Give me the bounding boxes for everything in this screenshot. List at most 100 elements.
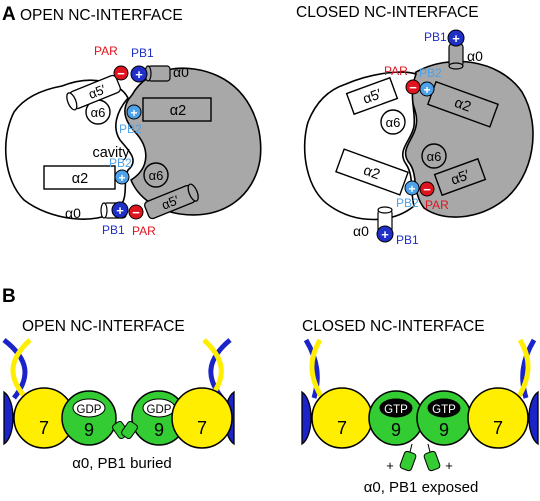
open-pb1-top-label: PB1	[131, 46, 154, 60]
open-par-top-charge	[113, 65, 129, 81]
closed-bottom-a0-label: α0	[353, 223, 369, 239]
closed-gray-a5-helix: α5′	[433, 157, 487, 197]
open-bottom-a0-label: α0	[65, 205, 81, 221]
closed-subunit-9-left-label: 9	[391, 420, 401, 440]
open-subunit-7-right-label: 7	[197, 418, 207, 438]
open-nucleotide-left-label: GDP	[77, 404, 102, 416]
closed-subunit-7-right-label: 7	[493, 418, 503, 438]
open-par-bottom-charge	[128, 204, 144, 220]
open-subunit-7-right	[171, 387, 233, 449]
panel-a-open-title: OPEN NC-INTERFACE	[20, 7, 183, 24]
closed-subunit-9-right-label: 9	[439, 420, 449, 440]
closed-pb1-bottom-label: PB1	[396, 233, 419, 247]
open-nucleotide-right-label: GDP	[147, 404, 172, 416]
closed-pb2-top-charge	[419, 81, 435, 97]
open-pb1-bottom-label: PB1	[102, 223, 125, 237]
open-pb2-top-label: PB2	[119, 122, 142, 136]
closed-left-blue-cap	[301, 390, 312, 446]
closed-exposed-plus-left: +	[386, 458, 394, 473]
closed-left-strand-blue	[303, 338, 320, 399]
closed-pb1-top-plus: +	[452, 31, 460, 46]
open-pb2-top-plus: +	[130, 106, 137, 120]
closed-top-a0-cylinder	[448, 43, 464, 70]
panel-b-closed-title: CLOSED NC-INTERFACE	[302, 318, 485, 335]
closed-white-a6-circle	[380, 109, 406, 135]
open-gray-a5-cylinder: α5′	[144, 183, 199, 220]
closed-right-strand-blue	[520, 338, 537, 399]
closed-pb1-top-label: PB1	[424, 30, 447, 44]
closed-right-blue-cap	[528, 390, 539, 446]
closed-pb2-top-label: PB2	[419, 66, 442, 80]
closed-exposed-a0-left	[399, 443, 417, 472]
closed-pb2-bottom-plus: +	[408, 182, 415, 196]
closed-top-a0-label: α0	[467, 48, 483, 64]
closed-par-bottom-label: PAR	[425, 198, 449, 212]
closed-par-bottom-minus: −	[423, 182, 431, 197]
closed-subunit-7-left-label: 7	[337, 418, 347, 438]
panel-b-open-title: OPEN NC-INTERFACE	[22, 318, 185, 335]
open-subunit-9-right-label: 9	[154, 420, 164, 440]
closed-interface-model: α5′ α6 α2 α2 α6 α5′	[303, 29, 534, 247]
open-pb1-bottom-charge	[111, 201, 129, 219]
open-white-a5-cylinder: α5′	[66, 74, 121, 111]
closed-nucleotide-right-pill	[427, 398, 461, 418]
closed-subunit-7-right	[467, 387, 529, 449]
open-white-a6-label: α6	[91, 105, 106, 120]
open-pb1-top-plus: +	[135, 67, 143, 82]
open-interface-model: cavity α2 α2 α6 α6 α5′ α5′	[4, 44, 262, 238]
closed-par-top-minus: −	[409, 80, 417, 95]
closed-gray-a2-label: α2	[452, 95, 473, 116]
closed-exposed-plus-right: +	[445, 458, 453, 473]
panel-b: B OPEN NC-INTERFACE CLOSED NC-INTERFACE …	[2, 286, 539, 496]
panel-a-letter: A	[2, 4, 16, 25]
closed-white-a2-helix: α2	[335, 148, 409, 196]
closed-pb1-bottom-charge	[376, 225, 394, 243]
panel-a: A OPEN NC-INTERFACE CLOSED NC-INTERFACE …	[2, 4, 534, 247]
closed-left-strand-yellow	[309, 338, 325, 400]
open-par-bottom-label: PAR	[132, 224, 156, 238]
closed-nucleotide-right-label: GTP	[432, 404, 456, 416]
closed-gray-a5-label: α5′	[449, 166, 472, 187]
open-pb2-bottom-label: PB2	[109, 156, 132, 170]
open-nucleotide-left-pill	[72, 398, 106, 418]
closed-exposed-a0-right	[423, 443, 441, 472]
open-cavity-label: cavity	[92, 145, 130, 161]
open-pb1-top-charge	[130, 65, 148, 83]
closed-right-strand-yellow	[515, 338, 531, 400]
open-caption: α0, PB1 buried	[72, 455, 172, 472]
closed-caption: α0, PB1 exposed	[364, 479, 479, 496]
closed-white-a5-label: α5′	[361, 85, 384, 106]
open-subunit-7-left-label: 7	[39, 418, 49, 438]
open-gray-a5-label: α5′	[159, 192, 181, 213]
open-filament: 7 GDP 9 GDP 9 7 α0, PB1 buried	[2, 338, 235, 472]
open-left-strand-yellow	[10, 338, 32, 400]
open-pb2-bottom-charge	[114, 169, 130, 185]
open-buried-a0-pair	[112, 420, 138, 440]
closed-gray-a6-circle	[421, 143, 447, 169]
open-pb2-bottom-plus: +	[118, 171, 125, 185]
open-gray-a2-helix	[142, 97, 212, 122]
open-subunit-9-left-label: 9	[84, 420, 94, 440]
open-par-bottom-minus: −	[132, 205, 140, 220]
closed-pb1-bottom-plus: +	[381, 227, 389, 242]
open-left-strand-blue	[2, 338, 28, 400]
open-pb1-bottom-plus: +	[116, 203, 124, 218]
closed-nucleotide-left-label: GTP	[384, 404, 408, 416]
closed-pb2-bottom-charge	[404, 180, 420, 196]
panel-b-letter: B	[2, 286, 16, 307]
open-gray-a6-circle	[143, 162, 169, 188]
open-top-a0-cylinder	[144, 65, 171, 82]
closed-white-a6-label: α6	[386, 115, 401, 130]
closed-white-a5-helix: α5′	[345, 76, 399, 116]
open-pb2-top-charge	[126, 104, 142, 120]
open-par-top-label: PAR	[94, 44, 118, 58]
closed-pb2-bottom-label: PB2	[396, 196, 419, 210]
closed-par-bottom-charge	[419, 181, 435, 197]
open-gray-a2-label: α2	[170, 103, 186, 119]
open-white-a2-label: α2	[72, 171, 88, 187]
closed-nucleotide-left-pill	[379, 398, 413, 418]
closed-filament: 7 GTP 9 GTP 9 7 + + α0, PB1 exposed	[301, 338, 539, 496]
closed-pb1-top-charge	[447, 29, 465, 47]
open-par-top-minus: −	[117, 66, 125, 81]
